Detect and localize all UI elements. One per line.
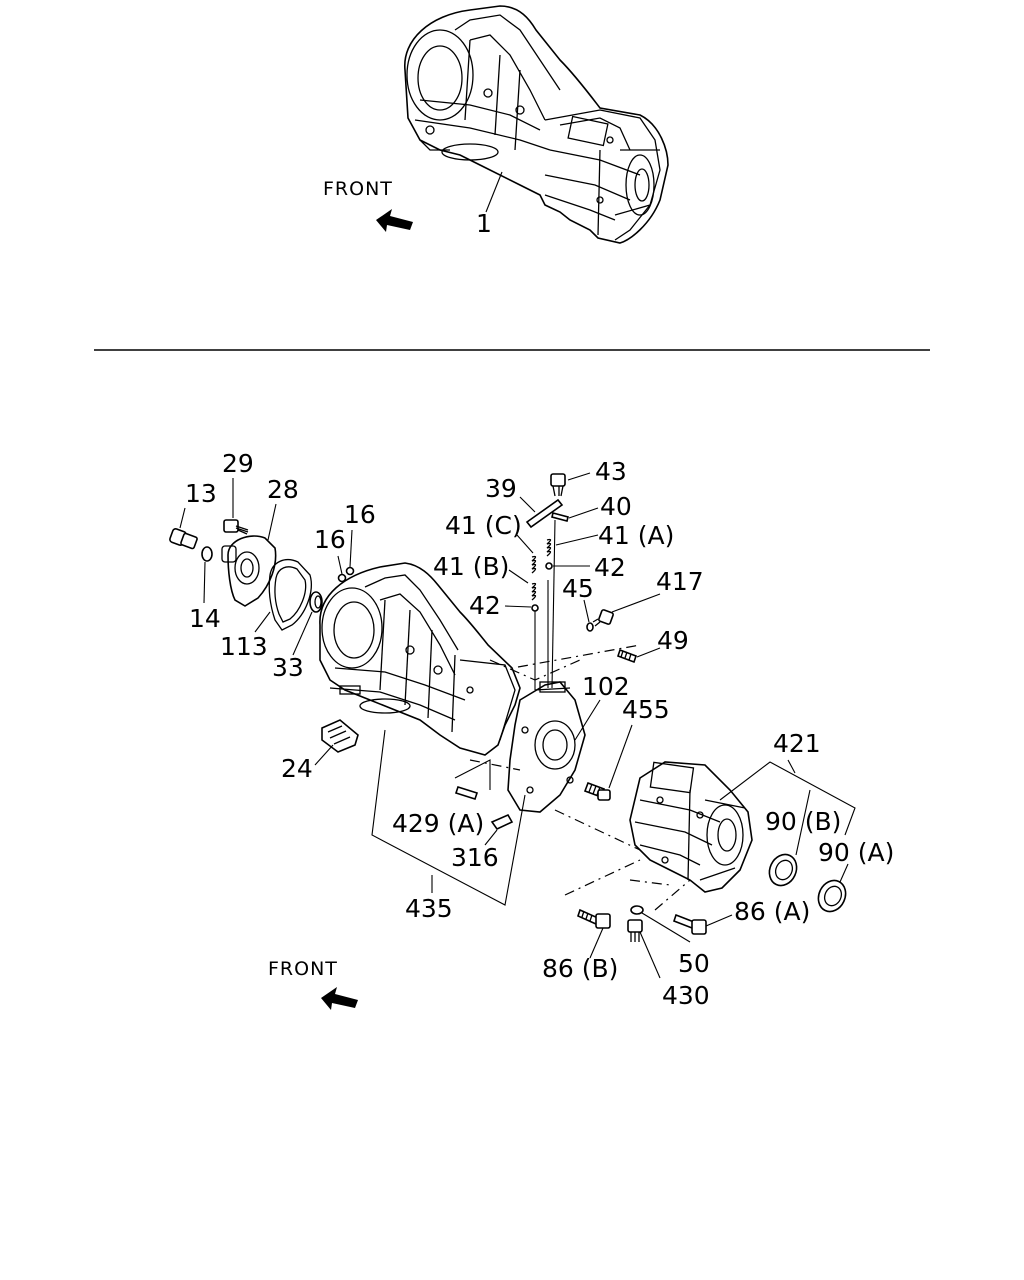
leader-1 [485, 171, 503, 213]
label-417: 417 [656, 567, 704, 596]
part-42a [545, 562, 553, 570]
label-42a: 42 [594, 553, 626, 582]
label-16b: 16 [344, 500, 376, 529]
label-1: 1 [476, 209, 492, 238]
part-429a [454, 786, 479, 800]
part-28 [221, 535, 277, 607]
label-86b: 86 (B) [542, 954, 618, 983]
transmission-assembly-top [404, 5, 669, 244]
front-label-bottom: FRONT [268, 958, 338, 980]
front-arrow-top-icon [376, 209, 413, 232]
part-13 [169, 528, 198, 550]
part-14 [201, 546, 213, 562]
bracket-435 [371, 729, 526, 906]
label-43: 43 [595, 457, 627, 486]
label-49: 49 [657, 626, 689, 655]
part-41a [546, 538, 552, 557]
rear-housing-421 [629, 761, 753, 893]
label-16a: 16 [314, 525, 346, 554]
label-42b: 42 [469, 591, 501, 620]
part-417 [592, 609, 614, 627]
label-24: 24 [281, 754, 313, 783]
label-316: 316 [451, 843, 499, 872]
label-40: 40 [600, 492, 632, 521]
part-42b [531, 604, 539, 612]
label-421: 421 [773, 729, 821, 758]
part-50 [630, 905, 644, 915]
front-arrow-bottom-icon [321, 987, 358, 1010]
label-455: 455 [622, 695, 670, 724]
part-90b [768, 853, 798, 887]
label-90b: 90 (B) [765, 807, 841, 836]
part-90a [817, 879, 847, 913]
part-316 [490, 813, 514, 831]
label-13: 13 [185, 479, 217, 508]
part-29 [223, 519, 249, 535]
part-430 [627, 919, 643, 942]
label-28: 28 [267, 475, 299, 504]
part-40 [551, 512, 569, 522]
part-16b [345, 566, 355, 576]
part-39 [525, 498, 564, 529]
part-41b [531, 582, 537, 601]
part-45 [586, 622, 594, 632]
label-430: 430 [662, 981, 710, 1010]
part-455 [583, 781, 611, 801]
label-435: 435 [405, 894, 453, 923]
label-50: 50 [678, 949, 710, 978]
label-41c: 41 (C) [445, 511, 522, 540]
part-113 [268, 559, 312, 631]
front-label-top: FRONT [323, 178, 393, 200]
part-24 [321, 719, 359, 753]
transmission-case [319, 562, 521, 756]
part-16a [337, 573, 347, 583]
label-39: 39 [485, 474, 517, 503]
label-14: 14 [189, 604, 221, 633]
label-86a: 86 (A) [734, 897, 810, 926]
part-41c [531, 555, 537, 574]
label-41b: 41 (B) [433, 552, 509, 581]
label-33: 33 [272, 653, 304, 682]
part-86a [673, 913, 707, 935]
part-33 [309, 591, 323, 613]
label-113: 113 [220, 632, 268, 661]
label-41a: 41 (A) [598, 521, 674, 550]
part-49 [616, 648, 638, 664]
bracket-421 [719, 761, 856, 836]
label-102: 102 [582, 672, 630, 701]
label-90a: 90 (A) [818, 838, 894, 867]
label-29: 29 [222, 449, 254, 478]
part-43 [550, 473, 566, 497]
label-429a: 429 (A) [392, 809, 484, 838]
intermediate-plate [507, 681, 586, 813]
part-86b [577, 908, 611, 929]
label-45: 45 [562, 574, 594, 603]
